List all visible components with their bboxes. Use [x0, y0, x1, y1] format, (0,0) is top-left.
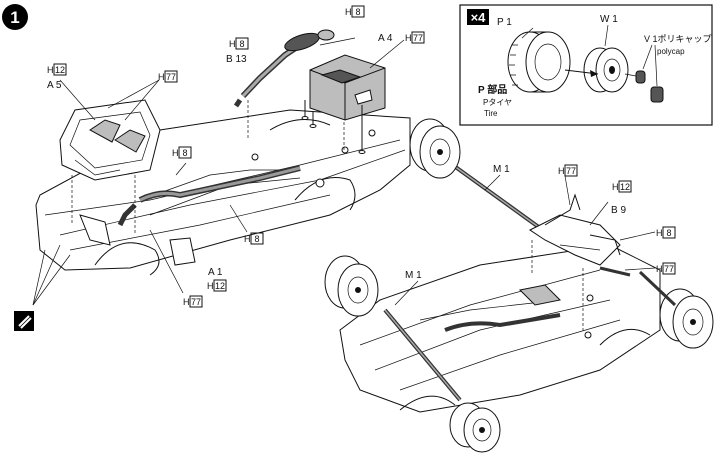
- svg-text:77: 77: [191, 297, 201, 307]
- svg-text:8: 8: [666, 228, 671, 238]
- axle-m1-rear: [383, 308, 462, 402]
- svg-text:77: 77: [566, 166, 576, 176]
- svg-text:77: 77: [166, 72, 176, 82]
- label-a1: A 1: [208, 267, 223, 278]
- svg-text:1: 1: [10, 8, 19, 27]
- label-a5: A 5: [47, 80, 62, 91]
- svg-text:8: 8: [239, 39, 244, 49]
- svg-text:H: H: [244, 234, 251, 244]
- svg-text:H: H: [158, 72, 165, 82]
- svg-text:H: H: [345, 7, 352, 17]
- label-a4: A 4: [378, 33, 393, 44]
- svg-text:12: 12: [55, 65, 65, 75]
- leader-lines-right: [394, 174, 656, 306]
- label-m1-left: M 1: [405, 270, 422, 281]
- callout-h8-lower: H 8: [244, 232, 264, 245]
- quantity-badge: ×4: [471, 10, 487, 25]
- callout-h12-a1: H 12: [207, 279, 227, 292]
- callout-h8-right: H 8: [656, 226, 676, 239]
- svg-text:12: 12: [215, 281, 225, 291]
- svg-text:H: H: [612, 182, 619, 192]
- glue-icon: [14, 311, 34, 331]
- label-v1-en: polycap: [657, 47, 685, 56]
- part-b13-exhaust: [233, 29, 335, 108]
- svg-text:H: H: [207, 281, 214, 291]
- svg-text:H: H: [229, 39, 236, 49]
- step-number-badge: 1: [2, 4, 28, 30]
- callout-h12-b9: H 12: [612, 180, 632, 193]
- svg-text:8: 8: [355, 7, 360, 17]
- callout-h8-middle: H 8: [172, 146, 192, 159]
- svg-text:H: H: [47, 65, 54, 75]
- wheel-rear-right: [449, 402, 501, 453]
- svg-text:H: H: [656, 228, 663, 238]
- svg-text:8: 8: [254, 234, 259, 244]
- svg-text:12: 12: [620, 182, 630, 192]
- wheel-rear-left: [324, 255, 379, 317]
- svg-text:H: H: [405, 33, 412, 43]
- label-v1: V 1ポリキャップ: [644, 34, 712, 44]
- callout-h77-right-top: H 77: [558, 164, 578, 177]
- callout-h77-a4: H 77: [405, 31, 425, 44]
- part-a5: [59, 99, 161, 181]
- leader-lines-left: [32, 37, 405, 306]
- svg-text:H: H: [656, 264, 663, 274]
- tire-group-title: P 部品: [478, 83, 507, 96]
- label-p1: P 1: [497, 17, 512, 28]
- svg-text:8: 8: [182, 148, 187, 158]
- label-w1: W 1: [600, 14, 618, 25]
- label-b13: B 13: [226, 54, 247, 65]
- chassis-right: [339, 244, 661, 413]
- tire-assembly-inset: ×4 P 1 W 1 V 1ポリキャップ polycap: [459, 4, 713, 126]
- callout-h77-a5: H 77: [158, 70, 178, 83]
- svg-text:77: 77: [664, 264, 674, 274]
- axle-m1-front: [448, 161, 542, 230]
- wheel-front-left: [409, 118, 461, 179]
- callout-h77-bottom: H 77: [183, 295, 203, 308]
- wheel-part: [583, 47, 629, 93]
- label-b9: B 9: [611, 205, 626, 216]
- svg-text:77: 77: [413, 33, 423, 43]
- svg-text:H: H: [183, 297, 190, 307]
- tire-group-en: Tire: [484, 109, 498, 118]
- label-m1-top: M 1: [493, 164, 510, 175]
- callout-h8-b13: H 8: [229, 37, 249, 50]
- assembly-guides-left: [71, 100, 345, 235]
- callout-h12-a5: H 12: [47, 63, 67, 76]
- part-b9-suspension: [529, 193, 631, 277]
- tire-part: [507, 31, 571, 93]
- callout-h77-right: H 77: [656, 262, 676, 275]
- part-a4-tank: [309, 54, 386, 121]
- svg-text:H: H: [558, 166, 565, 176]
- callout-h8-top: H 8: [345, 5, 365, 18]
- tire-group-jp: Pタイヤ: [483, 98, 512, 107]
- mounting-pins: [301, 100, 366, 154]
- svg-text:H: H: [172, 148, 179, 158]
- assembly-guides-right: [531, 240, 584, 332]
- polycap-part: [635, 70, 664, 103]
